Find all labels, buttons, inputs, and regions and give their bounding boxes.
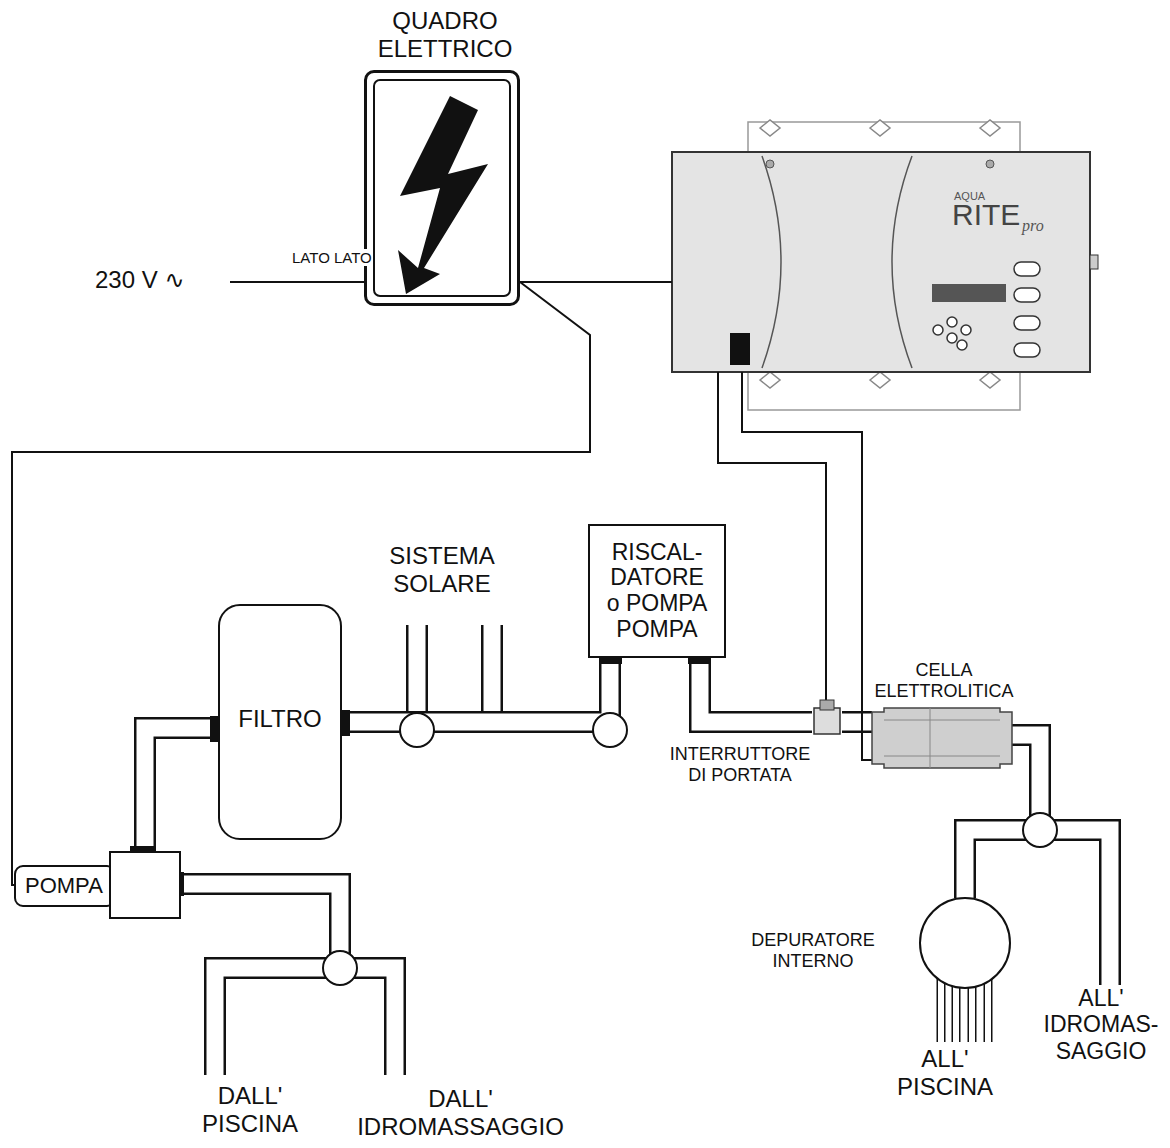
pipe-label: DALL' IDROMASSAGGIO <box>343 1085 578 1140</box>
pipe-bore <box>700 658 812 722</box>
node-label: RITE <box>952 200 1020 230</box>
node-label: CELLA ELETTROLITICA <box>869 660 1019 701</box>
pipe-label: 230 V ∿ <box>95 266 235 294</box>
inner-cleaner: DEPURATORE INTERNO <box>920 898 1010 988</box>
wire <box>520 282 672 283</box>
inner-cleaner <box>920 898 1010 988</box>
pipe-wall <box>700 658 812 722</box>
node-label: DEPURATORE INTERNO <box>748 930 878 971</box>
wire-line <box>12 282 590 885</box>
pipe-bore <box>842 714 872 731</box>
heater-box: RISCAL- DATORE o POMPA POMPA <box>588 524 726 658</box>
node-label: pro <box>1022 218 1044 234</box>
wire-line <box>520 281 672 283</box>
wire <box>718 372 826 706</box>
pump: POMPA <box>15 852 180 918</box>
lightning-symbol <box>398 96 488 294</box>
pipe <box>700 658 812 722</box>
pipe-label: SISTEMA SOLARE <box>362 542 522 597</box>
node-label: LATO LATO <box>291 249 373 266</box>
pipe-label: DALL' PISCINA <box>185 1082 315 1137</box>
pipe-wall <box>342 658 610 722</box>
controller-body <box>672 152 1090 372</box>
pipe <box>842 722 872 723</box>
wire-line <box>718 372 826 706</box>
electrolytic-cell <box>872 708 1012 768</box>
pipe <box>145 728 218 852</box>
flow-switch <box>814 708 840 734</box>
node-label: QUADRO ELETTRICO <box>360 7 530 62</box>
electrical-panel: QUADRO ELETTRICOLATO LATO <box>364 70 520 306</box>
pipe-wall <box>842 711 872 733</box>
pipe-wall <box>145 728 218 852</box>
display <box>932 284 1006 302</box>
filter-tank: FILTRO <box>218 604 342 840</box>
wire-line <box>742 372 872 760</box>
pump-body <box>110 852 180 918</box>
wire <box>12 282 590 885</box>
pipe-label: ALL' PISCINA <box>880 1045 1010 1100</box>
pipe-bore <box>145 728 218 852</box>
node-label: INTERRUTTORE DI PORTATA <box>660 744 820 785</box>
plug <box>730 333 750 365</box>
flow-switch: INTERRUTTORE DI PORTATA <box>812 706 842 738</box>
pipe-bore <box>342 658 610 722</box>
wire <box>742 372 872 760</box>
pipe-label: ALL' IDROMAS- SAGGIO <box>1038 985 1164 1064</box>
node-label: POMPA <box>25 873 103 898</box>
controller: AQUARITEpro <box>672 152 1090 372</box>
node-label: RISCAL- DATORE o POMPA POMPA <box>603 540 711 643</box>
pipe <box>342 658 610 722</box>
electrolytic-cell: CELLA ELETTROLITICA <box>872 708 1012 768</box>
node-label: FILTRO <box>238 705 322 733</box>
